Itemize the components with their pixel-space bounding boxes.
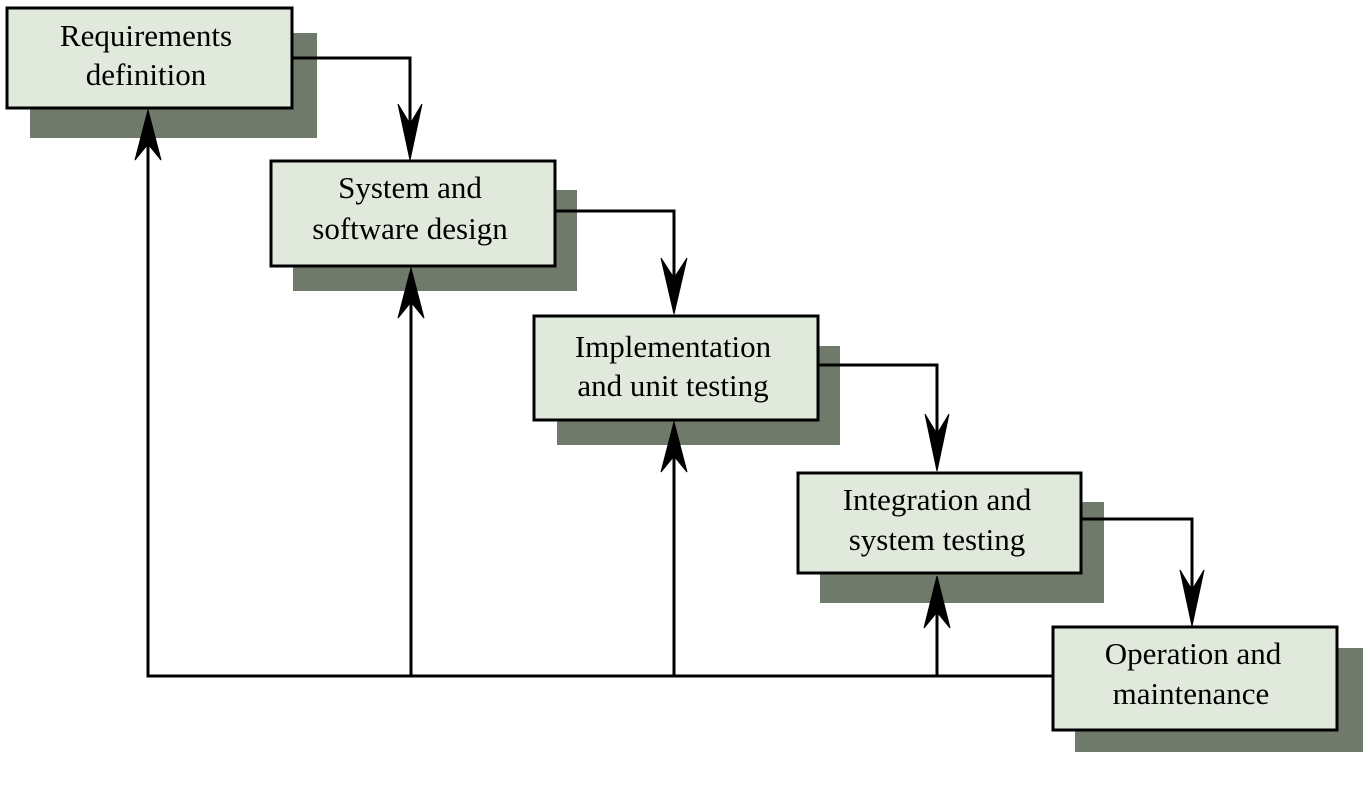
flow-arrowhead-down-1 — [397, 103, 423, 161]
flow-arrowhead-down-4 — [1179, 569, 1205, 627]
flow-arrowhead-down-3 — [924, 413, 950, 472]
stage-4-box — [796, 471, 1083, 575]
stage-4-label-line-1: Integration and — [843, 482, 1032, 517]
feedback-arrowhead-up-4 — [923, 575, 951, 629]
feedback-arrowhead-up-3 — [660, 420, 688, 473]
feedback-arrowhead-up-1 — [134, 108, 162, 161]
stage-3-label-line-2: and unit testing — [577, 368, 768, 403]
feedback-arrowhead-up-2 — [397, 266, 425, 319]
feedback-paths — [146, 138, 1056, 678]
stage-5-label-line-1: Operation and — [1105, 636, 1282, 671]
stage-3-label-line-1: Implementation — [575, 329, 772, 364]
stage-3-box — [532, 314, 820, 422]
stage-2-label-line-1: System and — [338, 170, 482, 205]
forward-paths — [290, 56, 1194, 610]
flow-line-4 — [1079, 517, 1194, 610]
flow-line-2 — [553, 209, 676, 298]
stage-1-label-line-2: definition — [86, 57, 207, 92]
stage-2-label-line-2: software design — [312, 211, 508, 246]
stage-5-label-line-2: maintenance — [1113, 676, 1270, 711]
stage-4-label-line-2: system testing — [849, 522, 1026, 557]
stage-1-label-line-1: Requirements — [60, 18, 232, 53]
flow-line-1 — [290, 56, 412, 144]
stage-2-box — [269, 159, 557, 268]
stage-1-box — [5, 6, 294, 110]
flow-arrowhead-down-2 — [660, 257, 688, 315]
stage-5-box — [1051, 625, 1339, 732]
flow-line-3 — [816, 363, 939, 454]
